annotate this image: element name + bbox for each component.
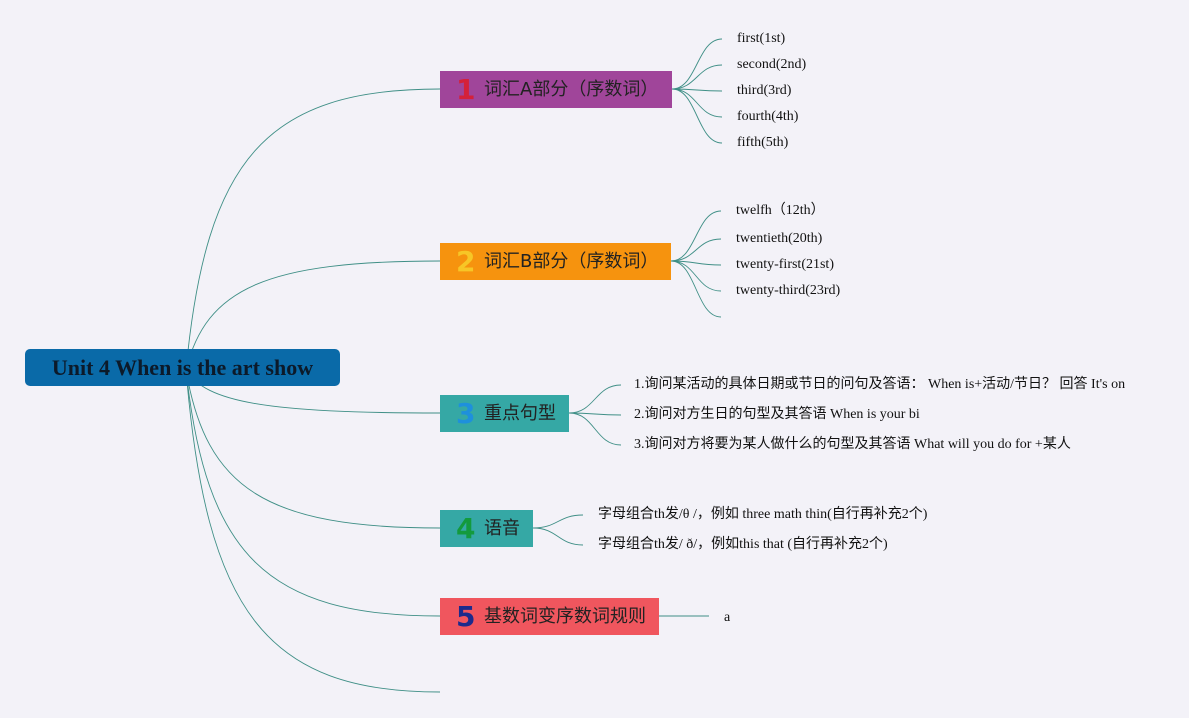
subtopic-item[interactable]: 2.询问对方生日的句型及其答语 When is your bi	[634, 407, 920, 422]
topic-label: 词汇B部分（序数词）	[484, 251, 659, 272]
topic-vocab-a[interactable]: 1 词汇A部分（序数词）	[440, 71, 672, 108]
topic-vocab-b[interactable]: 2 词汇B部分（序数词）	[440, 243, 671, 280]
number-1-icon: 1	[456, 73, 476, 106]
subtopic-item[interactable]: 字母组合th发/θ /，例如 three math thin(自行再补充2个)	[598, 507, 928, 522]
leaf-branch-line	[671, 38, 723, 90]
number-4-icon: 4	[456, 512, 476, 545]
number-2-icon: 2	[456, 245, 476, 278]
subtopic-item[interactable]: twelfh（12th）	[736, 203, 825, 218]
subtopic-item[interactable]: second(2nd)	[737, 57, 807, 72]
number-5-icon: 5	[456, 600, 476, 633]
subtopic-item[interactable]: 1.询问某活动的具体日期或节日的问句及答语： When is+活动/节日？ 回答…	[634, 377, 1126, 392]
subtopic-item[interactable]: a	[724, 610, 731, 625]
subtopic-item[interactable]: twentieth(20th)	[736, 231, 823, 246]
root-branch-line	[185, 260, 441, 371]
root-branch-line	[185, 88, 441, 371]
topic-label: 词汇A部分（序数词）	[484, 79, 659, 100]
subtopic-item[interactable]: twenty-first(21st)	[736, 257, 834, 272]
number-3-icon: 3	[456, 397, 476, 430]
topic-label: 基数词变序数词规则	[484, 606, 646, 627]
leaf-branch-line	[568, 384, 622, 414]
leaf-branch-line	[670, 260, 722, 318]
leaf-branch-line	[532, 514, 584, 529]
topic-label: 语音	[484, 518, 520, 539]
central-topic-label: Unit 4 When is the art show	[51, 355, 314, 380]
leaf-branch-line	[532, 527, 584, 546]
leaf-branch-line	[671, 88, 723, 118]
topic-phonetics[interactable]: 4 语音	[440, 510, 533, 547]
subtopic-item[interactable]: twenty-third(23rd)	[736, 283, 841, 298]
subtopic-item[interactable]: 3.询问对方将要为某人做什么的句型及其答语 What will you do f…	[634, 437, 1071, 452]
subtopic-item[interactable]: fourth(4th)	[737, 109, 799, 124]
leaf-branch-line	[671, 88, 723, 144]
leaf-branch-line	[670, 260, 722, 292]
leaf-branch-line	[568, 412, 622, 416]
leaf-branch-line	[568, 412, 622, 446]
root-branch-line	[185, 369, 441, 529]
root-branch-line	[185, 369, 441, 617]
subtopic-item[interactable]: first(1st)	[737, 31, 786, 46]
subtopic-item[interactable]: third(3rd)	[737, 83, 792, 98]
central-topic[interactable]: Unit 4 When is the art show	[25, 349, 340, 386]
root-branch-line	[185, 369, 441, 693]
subtopic-item[interactable]: 字母组合th发/ ð/，例如this that (自行再补充2个)	[598, 537, 888, 552]
leaf-branch-line	[670, 210, 722, 262]
topic-ordinal-rules[interactable]: 5 基数词变序数词规则	[440, 598, 659, 635]
topic-key-sentences[interactable]: 3 重点句型	[440, 395, 569, 432]
leaf-branch-line	[671, 88, 723, 92]
topic-label: 重点句型	[484, 403, 556, 424]
subtopic-item[interactable]: fifth(5th)	[737, 135, 789, 150]
leaf-branch-line	[670, 238, 722, 262]
leaf-branch-line	[671, 64, 723, 90]
